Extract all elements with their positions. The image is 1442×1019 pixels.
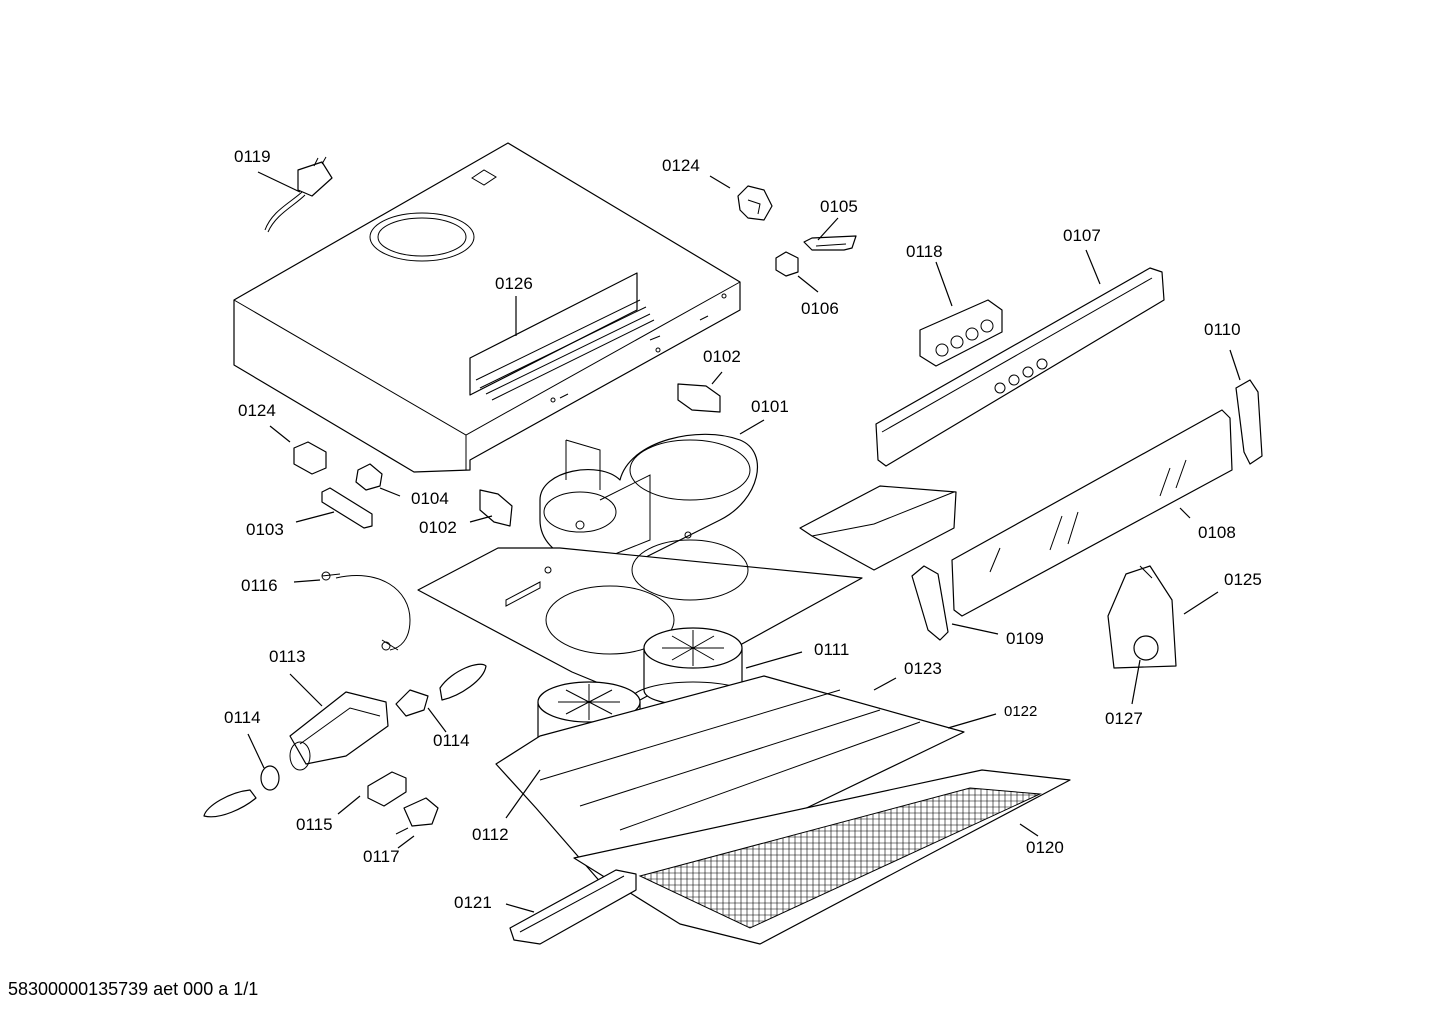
control-panel-strip: [875, 267, 1165, 467]
label-0116: 0116: [241, 576, 278, 595]
switch-block: [919, 299, 1003, 367]
motor-right: [630, 627, 756, 719]
accessory-bag: [1107, 565, 1177, 669]
label-0122: 0122: [1004, 703, 1037, 720]
lever-part: [803, 235, 857, 251]
label-0124-top: 0124: [662, 156, 700, 175]
label-0123: 0123: [904, 659, 942, 678]
label-0120: 0120: [1026, 838, 1064, 857]
small-cover: [395, 797, 439, 835]
drawing-reference: 58300000135739 aet 000 a 1/1: [8, 979, 259, 999]
base-plate: [417, 539, 863, 701]
terminal-block: [367, 771, 407, 807]
label-0113: 0113: [269, 647, 306, 666]
label-0106: 0106: [801, 299, 839, 318]
trim-strip: [509, 869, 637, 945]
label-0127: 0127: [1105, 709, 1143, 728]
side-cap-left: [911, 565, 949, 641]
label-0112: 0112: [472, 825, 509, 844]
flap-top: [677, 383, 721, 413]
label-0110: 0110: [1204, 320, 1241, 339]
filter-frame: [495, 675, 965, 901]
label-0111: 0111: [814, 640, 849, 659]
label-0103: 0103: [246, 520, 284, 539]
label-0105: 0105: [820, 197, 858, 216]
knob-piece: [775, 251, 799, 277]
label-0107: 0107: [1063, 226, 1101, 245]
label-0119: 0119: [234, 147, 271, 166]
clip-left: [293, 441, 327, 475]
label-0104: 0104: [411, 489, 449, 508]
label-0102-left: 0102: [419, 518, 457, 537]
label-0114-left: 0114: [224, 708, 261, 727]
label-0124-left: 0124: [238, 401, 276, 420]
side-cap-right: [1235, 379, 1263, 465]
label-0109: 0109: [1006, 629, 1044, 648]
label-0118: 0118: [906, 242, 943, 261]
label-0126: 0126: [495, 274, 533, 293]
power-cord: [264, 156, 333, 233]
label-0117: 0117: [363, 847, 400, 866]
inner-tray: [799, 485, 957, 571]
label-0108: 0108: [1198, 523, 1236, 542]
label-0102-top: 0102: [703, 347, 741, 366]
glass-panel: [951, 409, 1233, 617]
label-0115: 0115: [296, 815, 333, 834]
label-0121: 0121: [454, 893, 492, 912]
label-0114-right: 0114: [433, 731, 470, 750]
bracket-piece: [321, 487, 373, 529]
mesh-filter: [573, 769, 1071, 945]
flap-left: [479, 489, 513, 527]
label-0101: 0101: [751, 397, 789, 416]
leader-lines: [247, 171, 1241, 913]
part-labels: 0119 0124 0105 0118 0107 0106 0126 0102 …: [224, 147, 1262, 912]
wire-harness: [321, 571, 411, 651]
hood-housing: [233, 142, 741, 473]
clip-top: [737, 185, 773, 221]
bulb-left: [203, 765, 280, 818]
label-0125: 0125: [1224, 570, 1262, 589]
cam-piece: [355, 463, 383, 491]
lamp-holder: [289, 691, 389, 771]
bulb-right: [395, 663, 487, 717]
